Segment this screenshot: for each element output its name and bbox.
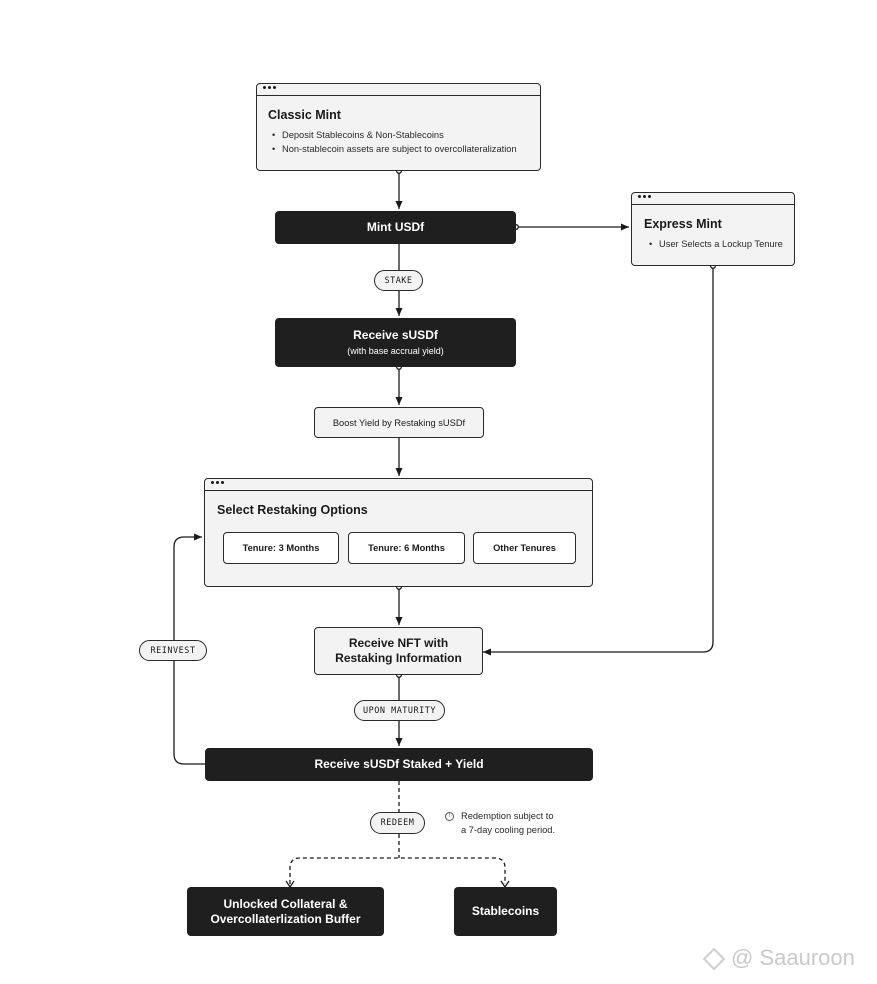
receive-susdf-node: Receive sUSDf (with base accrual yield) — [275, 318, 516, 367]
window-dots-icon — [263, 86, 276, 89]
stablecoins-label: Stablecoins — [471, 904, 540, 918]
redeem-pill: REDEEM — [370, 812, 425, 834]
classic-mint-bullet: Non-stablecoin assets are subject to ove… — [272, 142, 517, 156]
window-title-bar — [257, 84, 540, 96]
upon-maturity-pill: UPON MATURITY — [354, 700, 445, 721]
classic-mint-title: Classic Mint — [268, 108, 341, 122]
option-tenure-3-months[interactable]: Tenure: 3 Months — [223, 532, 339, 564]
window-title-bar — [205, 479, 592, 491]
receive-nft-node: Receive NFT with Restaking Information — [314, 627, 483, 675]
express-mint-bullet: User Selects a Lockup Tenure — [649, 237, 783, 251]
info-icon: ! — [445, 812, 454, 821]
express-mint-window: Express Mint User Selects a Lockup Tenur… — [631, 192, 795, 266]
collateral-line1: Unlocked Collateral & — [223, 896, 348, 911]
receive-staked-yield-label: Receive sUSDf Staked + Yield — [314, 757, 484, 771]
unlocked-collateral-node: Unlocked Collateral & Overcollaterlizati… — [187, 887, 384, 936]
classic-mint-bullet: Deposit Stablecoins & Non-Stablecoins — [272, 128, 517, 142]
connector-express-to-nft — [483, 266, 714, 656]
watermark-text: @ Saauroon — [731, 945, 855, 970]
redemption-note-line2: a 7-day cooling period. — [461, 825, 556, 835]
receive-susdf-label: Receive sUSDf — [353, 328, 438, 342]
stake-pill: STAKE — [374, 270, 423, 291]
redemption-note: Redemption subject to a 7-day cooling pe… — [461, 809, 555, 837]
redemption-note-line1: Redemption subject to — [461, 811, 554, 821]
receive-susdf-sub: (with base accrual yield) — [347, 346, 444, 356]
receive-staked-yield-node: Receive sUSDf Staked + Yield — [205, 748, 593, 781]
classic-mint-window: Classic Mint Deposit Stablecoins & Non-S… — [256, 83, 541, 171]
reinvest-pill: REINVEST — [139, 640, 207, 661]
option-other-tenures[interactable]: Other Tenures — [473, 532, 576, 564]
express-mint-title: Express Mint — [644, 217, 722, 231]
collateral-line2: Overcollaterlization Buffer — [210, 911, 361, 926]
connector-redeem-split — [289, 857, 506, 884]
receive-nft-line2: Restaking Information — [335, 651, 462, 665]
window-title-bar — [632, 193, 794, 205]
receive-nft-line1: Receive NFT with — [348, 636, 449, 650]
restaking-options-title: Select Restaking Options — [217, 503, 368, 517]
mint-usdf-node: Mint USDf — [275, 211, 516, 244]
restaking-options-window: Select Restaking Options Tenure: 3 Month… — [204, 478, 593, 587]
window-dots-icon — [211, 481, 224, 484]
window-dots-icon — [638, 195, 651, 198]
mint-usdf-label: Mint USDf — [366, 220, 425, 234]
classic-mint-bullets: Deposit Stablecoins & Non-Stablecoins No… — [272, 128, 517, 156]
express-mint-bullets: User Selects a Lockup Tenure — [649, 237, 783, 251]
option-tenure-6-months[interactable]: Tenure: 6 Months — [348, 532, 465, 564]
stablecoins-node: Stablecoins — [454, 887, 557, 936]
boost-yield-node: Boost Yield by Restaking sUSDf — [314, 407, 484, 438]
